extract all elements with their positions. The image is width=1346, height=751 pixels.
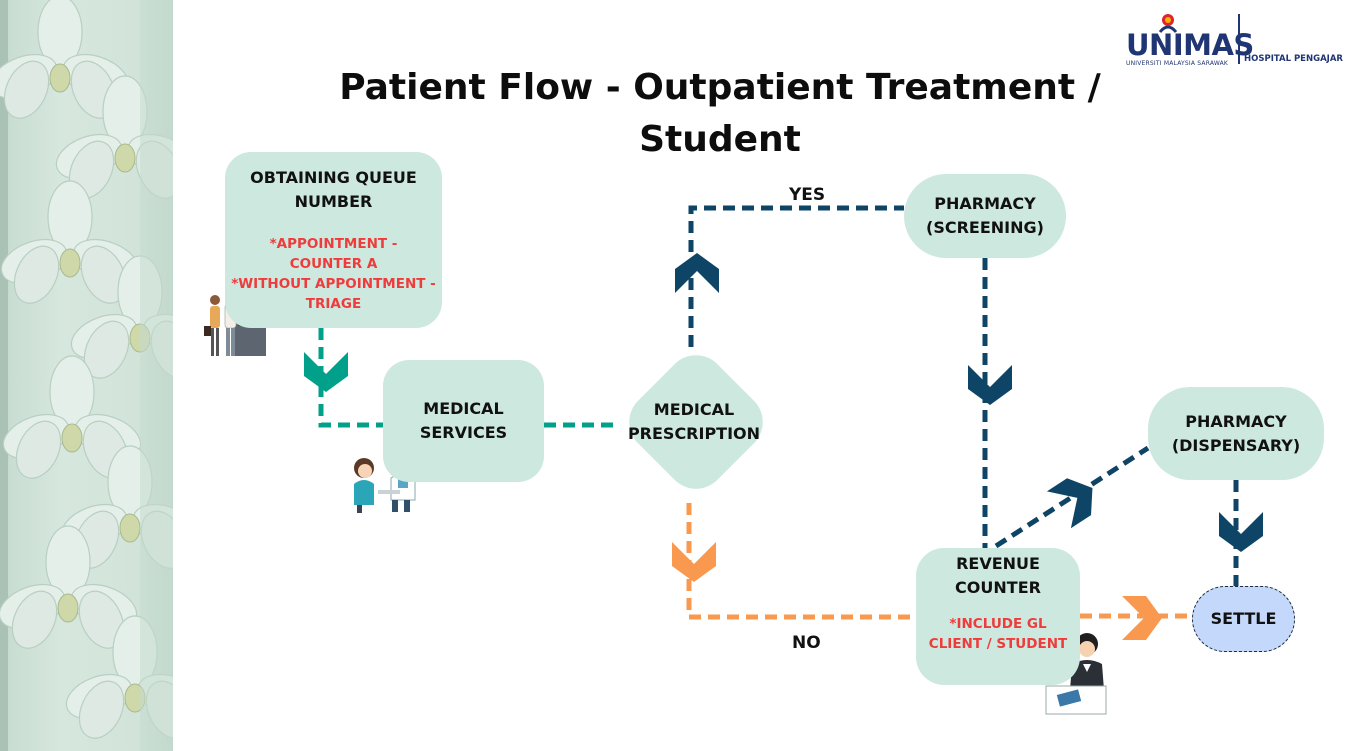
logo-wordmark: UNIMAS — [1126, 28, 1254, 62]
medical-services-label: MEDICAL SERVICES — [419, 399, 508, 442]
queue-node: OBTAINING QUEUE NUMBER *APPOINTMENT - CO… — [225, 152, 442, 328]
logo-divider — [1238, 14, 1240, 64]
logo-tagline: HOSPITAL PENGAJAR — [1244, 54, 1343, 64]
settle-node: SETTLE — [1192, 586, 1295, 652]
orange-arrow-down-icon — [672, 542, 716, 582]
no-label: NO — [792, 633, 821, 653]
revenue-counter-note: *INCLUDE GL CLIENT / STUDENT — [928, 616, 1068, 652]
prescription-diamond — [629, 355, 763, 489]
revenue-counter-label: REVENUE COUNTER — [955, 554, 1041, 597]
logo-subtitle: UNIVERSITI MALAYSIA SARAWAK — [1126, 60, 1229, 67]
teal-arrow-down-icon — [304, 352, 348, 392]
queue-note-appointment: *APPOINTMENT - COUNTER A — [269, 236, 398, 272]
revenue-counter-node: REVENUE COUNTER *INCLUDE GL CLIENT / STU… — [916, 548, 1080, 685]
orchid-pattern-icon — [0, 0, 173, 751]
navy-arrow-down-icon — [1219, 512, 1263, 552]
unimas-logo: UNIMAS UNIVERSITI MALAYSIA SARAWAK HOSPI… — [1124, 10, 1343, 70]
pharmacy-dispensary-node: PHARMACY (DISPENSARY) — [1148, 387, 1324, 480]
navy-path — [688, 205, 1239, 586]
pharmacy-screening-node: PHARMACY (SCREENING) — [904, 174, 1066, 258]
orange-path — [686, 503, 1192, 620]
medical-prescription-label: MEDICAL PRESCRIPTION — [627, 400, 761, 443]
page-title: Patient Flow - Outpatient Treatment / St… — [339, 67, 1101, 160]
queue-label: OBTAINING QUEUE NUMBER — [250, 168, 417, 211]
navy-arrow-diagonal-icon — [1046, 469, 1105, 529]
pharmacy-screening-label: PHARMACY (SCREENING) — [926, 194, 1044, 237]
medical-services-node: MEDICAL SERVICES — [383, 360, 544, 482]
settle-label: SETTLE — [1210, 609, 1277, 628]
unimas-emblem-icon — [1158, 14, 1178, 33]
pharmacy-dispensary-label: PHARMACY (DISPENSARY) — [1171, 411, 1301, 455]
navy-arrow-down-icon — [968, 365, 1012, 405]
navy-arrow-up-icon — [675, 253, 719, 293]
yes-label: YES — [789, 185, 826, 205]
cashier-person-icon — [1045, 633, 1107, 715]
medical-prescription-node: MEDICAL PRESCRIPTION — [620, 378, 768, 466]
teal-path — [318, 328, 620, 428]
orchid-side-panel — [0, 0, 173, 751]
queue-note-triage: *WITHOUT APPOINTMENT - TRIAGE — [231, 276, 436, 312]
